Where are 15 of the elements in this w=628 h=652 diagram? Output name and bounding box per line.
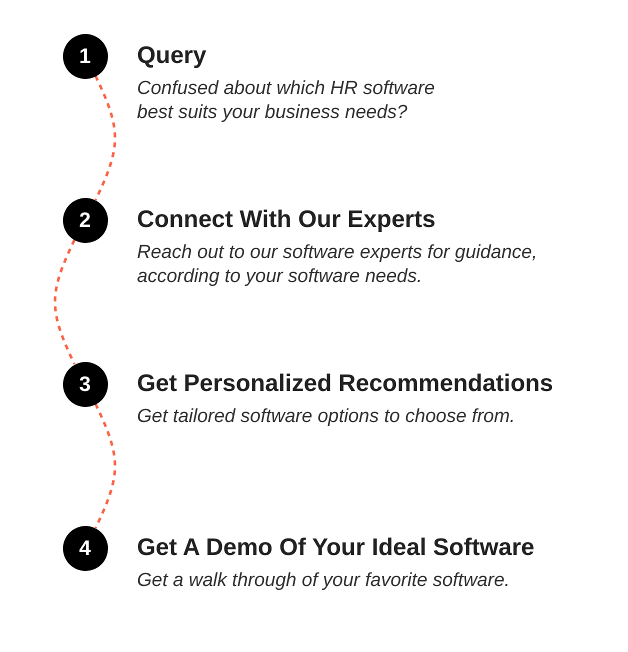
step-number-circle: 2 bbox=[62, 198, 108, 242]
dashed-connector bbox=[54, 239, 76, 365]
step-number-circle: 4 bbox=[62, 526, 108, 570]
step-description: Reach out to our software experts for guidance, according to your software needs. bbox=[137, 241, 538, 289]
step-description: Get a walk through of your favorite software. bbox=[137, 569, 511, 593]
step-title: Connect With Our Experts bbox=[137, 207, 436, 233]
step-title: Query bbox=[137, 43, 206, 69]
dashed-connector bbox=[94, 403, 116, 529]
step-title: Get Personalized Recommendations bbox=[137, 371, 554, 397]
step-title: Get A Demo Of Your Ideal Software bbox=[137, 535, 534, 561]
step-description: Confused about which HR software best suits your business needs? bbox=[137, 77, 436, 125]
step-number-circle: 1 bbox=[62, 34, 108, 78]
step-number-circle: 3 bbox=[62, 362, 108, 406]
step-description: Get tailored software options to choose from. bbox=[137, 405, 516, 429]
dashed-connector bbox=[94, 75, 116, 201]
